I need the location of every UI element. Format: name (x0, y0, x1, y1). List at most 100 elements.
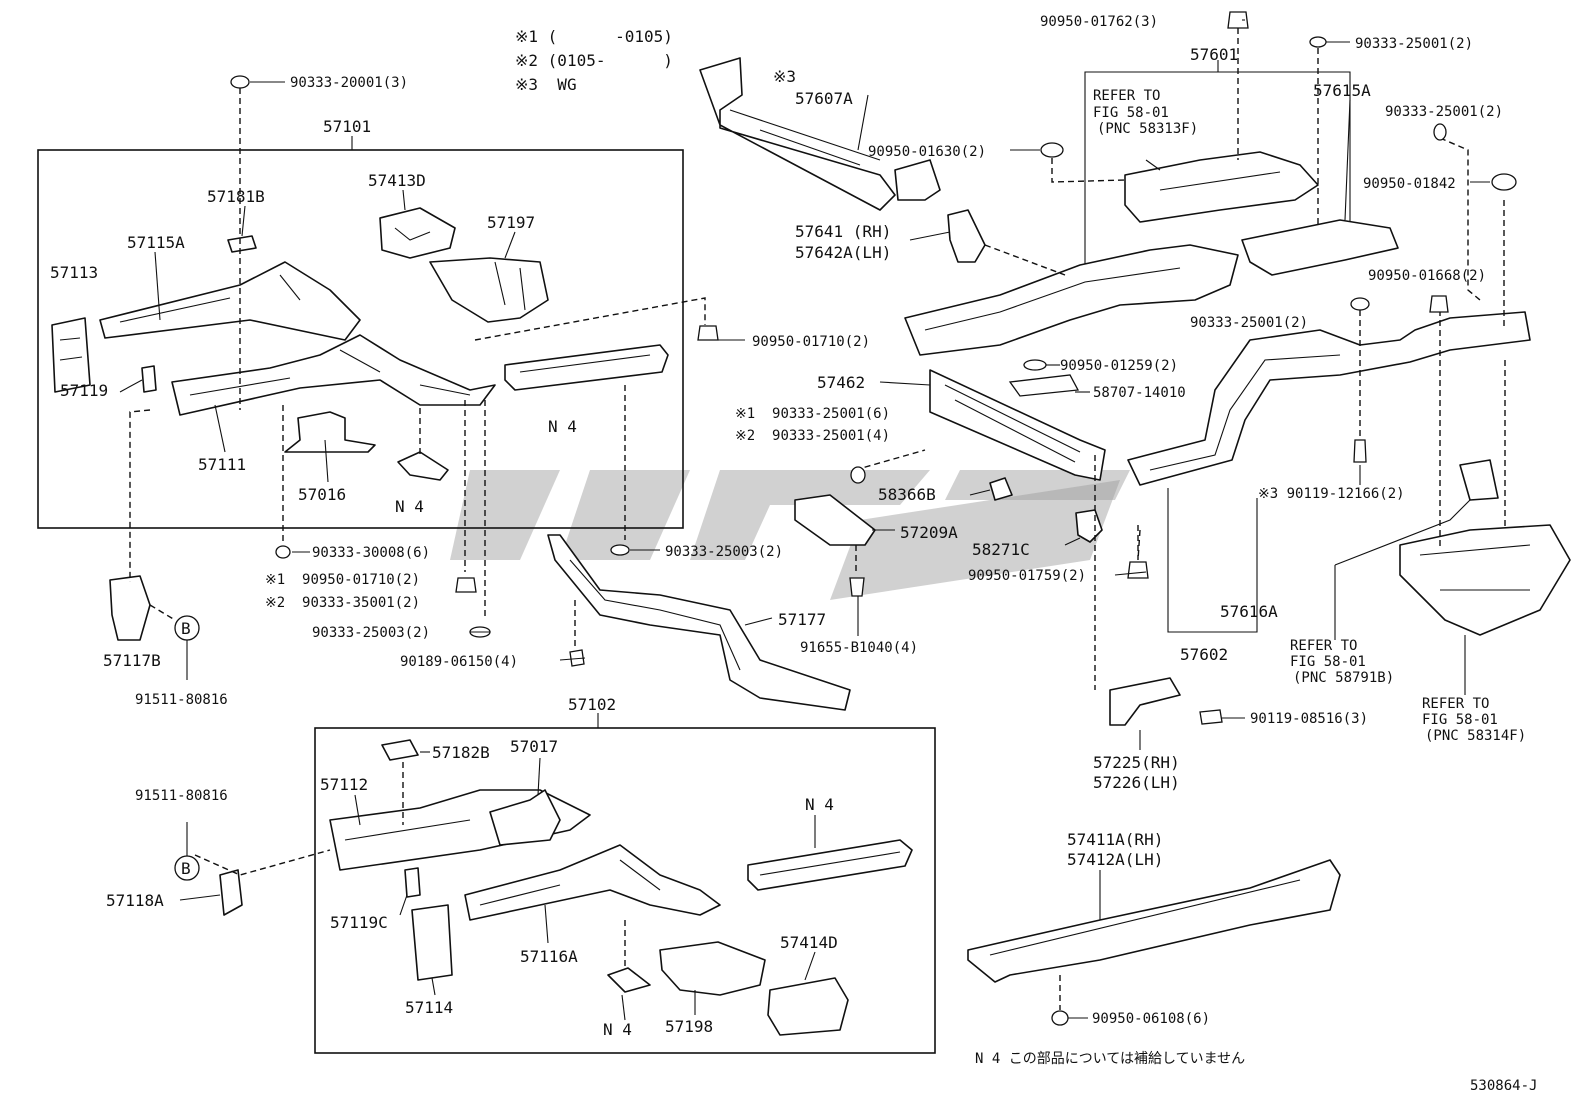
legend-line-1: ※1 ( -0105) (515, 27, 673, 46)
refer-note-58313F-line3: (PNC 58313F) (1097, 121, 1198, 137)
part-label-57642A: 57642A(LH) (795, 243, 891, 262)
part-57209A-shape (794, 494, 876, 546)
part-57114-shape (411, 904, 453, 981)
part-57119-shape (141, 365, 157, 393)
fastener-label-90950-01668: 90950-01668(2) (1368, 268, 1486, 284)
group-57602-frame (1167, 488, 1258, 633)
part-label-57197: 57197 (487, 213, 535, 232)
part-label-n4-a: N 4 (395, 497, 424, 516)
part-n4-bracket-shape (397, 451, 449, 481)
fastener-label-90333-30008: 90333-30008(6) (312, 545, 430, 561)
part-57119C-shape (404, 867, 421, 898)
part-57198-shape (659, 941, 766, 996)
part-57111-shape (171, 334, 496, 416)
fastener-label-90950-01710-alt: ※1 90950-01710(2) (265, 572, 420, 588)
group-label-57102: 57102 (568, 695, 616, 714)
part-57017-shape (489, 789, 561, 846)
part-n4-rail-b-shape (747, 839, 913, 891)
part-57601-rail-shape (904, 244, 1239, 356)
part-57225-shape (1109, 677, 1181, 726)
part-label-57226: 57226(LH) (1093, 773, 1180, 792)
part-label-n4-d: N 4 (603, 1020, 632, 1039)
fastener-label-90950-06108: 90950-06108(6) (1092, 1011, 1210, 1027)
part-57181B-shape (227, 235, 257, 253)
fastener-label-90950-01762: 90950-01762(3) (1040, 14, 1158, 30)
fastener-label-90950-01759: 90950-01759(2) (968, 568, 1086, 584)
drawing-code: 530864-J (1470, 1078, 1537, 1094)
refer-note-58314F-line2: FIG 58-01 (1422, 712, 1498, 728)
group-label-57602: 57602 (1180, 645, 1228, 664)
group-57101-frame (37, 149, 684, 529)
refer-note-58314F-line1: REFER TO (1422, 696, 1489, 712)
part-label-57616A: 57616A (1220, 602, 1278, 621)
part-57182B-shape (381, 739, 419, 761)
refer-note-58791B-line1: REFER TO (1290, 638, 1357, 654)
group-57102-frame (314, 727, 936, 1054)
part-label-57209A: 57209A (900, 523, 958, 542)
part-57615A-shape (1241, 219, 1399, 276)
part-label-57116A: 57116A (520, 947, 578, 966)
fastener-label-90333-25001-a: 90333-25001(2) (1355, 36, 1473, 52)
part-57115A-shape (99, 261, 361, 341)
part-57414D-shape (767, 977, 849, 1036)
part-57462-shape (929, 369, 1106, 481)
part-label-57113: 57113 (50, 263, 98, 282)
refer-note-58791B-line2: FIG 58-01 (1290, 654, 1366, 670)
circle-marker-b-upper: B (181, 619, 191, 638)
fastener-label-91655-B1040: 91655-B1040(4) (800, 640, 918, 656)
part-label-57114: 57114 (405, 998, 453, 1017)
part-label-57111: 57111 (198, 455, 246, 474)
part-label-58366B: 58366B (878, 485, 936, 504)
part-57113-shape (51, 317, 91, 393)
part-57413D-shape (379, 207, 456, 259)
fastener-label-90333-25001-e: ※2 90333-25001(4) (735, 428, 890, 444)
part-label-57016: 57016 (298, 485, 346, 504)
part-57118A-shape (219, 869, 243, 916)
part-58366B-shape (989, 477, 1013, 501)
part-label-58271C: 58271C (972, 540, 1030, 559)
refer-note-58313F-line2: FIG 58-01 (1093, 105, 1169, 121)
legend-line-2: ※2 (0105- ) (515, 51, 673, 70)
legend-line-3: ※3 WG (515, 75, 577, 94)
fastener-label-90950-01842: 90950-01842 (1363, 176, 1456, 192)
part-57116A-shape (464, 844, 721, 921)
part-label-57119: 57119 (60, 381, 108, 400)
fastener-label-90333-25001-b: 90333-25001(2) (1385, 104, 1503, 120)
part-label-57117B: 57117B (103, 651, 161, 670)
part-57601-panel-shape (1124, 151, 1319, 223)
fastener-label-91511-80816-a: 91511-80816 (135, 692, 228, 708)
fastener-label-91511-80816-b: 91511-80816 (135, 788, 228, 804)
part-label-n4-b: N 4 (548, 417, 577, 436)
fastener-label-90333-25001-c: 90333-25001(2) (1190, 315, 1308, 331)
fastener-label-90333-20001: 90333-20001(3) (290, 75, 408, 91)
part-58314F-shape (1399, 524, 1571, 636)
refer-note-58313F-line1: REFER TO (1093, 88, 1160, 104)
part-label-57413D: 57413D (368, 171, 426, 190)
group-label-57101: 57101 (323, 117, 371, 136)
fastener-label-90189-06150: 90189-06150(4) (400, 654, 518, 670)
part-57641-shape (894, 159, 986, 263)
part-label-57607A-mark: ※3 (773, 67, 796, 86)
fastener-label-90119-12166: ※3 90119-12166(2) (1258, 486, 1405, 502)
fastener-label-90950-01259: 90950-01259(2) (1060, 358, 1178, 374)
part-label-57181B: 57181B (207, 187, 265, 206)
part-label-57119C: 57119C (330, 913, 388, 932)
fastener-label-90333-25001-d: ※1 90333-25001(6) (735, 406, 890, 422)
part-58791B-shape (1459, 459, 1499, 501)
part-label-57118A: 57118A (106, 891, 164, 910)
fastener-label-58707-14010: 58707-14010 (1093, 385, 1186, 401)
part-57197-shape (429, 257, 549, 323)
part-n4-bracket-b-shape (607, 967, 651, 993)
fastener-label-90333-35001: ※2 90333-35001(2) (265, 595, 420, 611)
part-57177-shape (547, 534, 851, 711)
part-label-57115A: 57115A (127, 233, 185, 252)
refer-note-58791B-line3: (PNC 58791B) (1293, 670, 1394, 686)
group-label-57601: 57601 (1190, 45, 1238, 64)
part-label-57411A: 57411A(RH) (1067, 830, 1163, 849)
part-label-57462: 57462 (817, 373, 865, 392)
part-n4-rail-shape (504, 344, 669, 391)
fastener-label-90950-01710: 90950-01710(2) (752, 334, 870, 350)
part-label-57225: 57225(RH) (1093, 753, 1180, 772)
part-57117B-shape (109, 575, 151, 641)
